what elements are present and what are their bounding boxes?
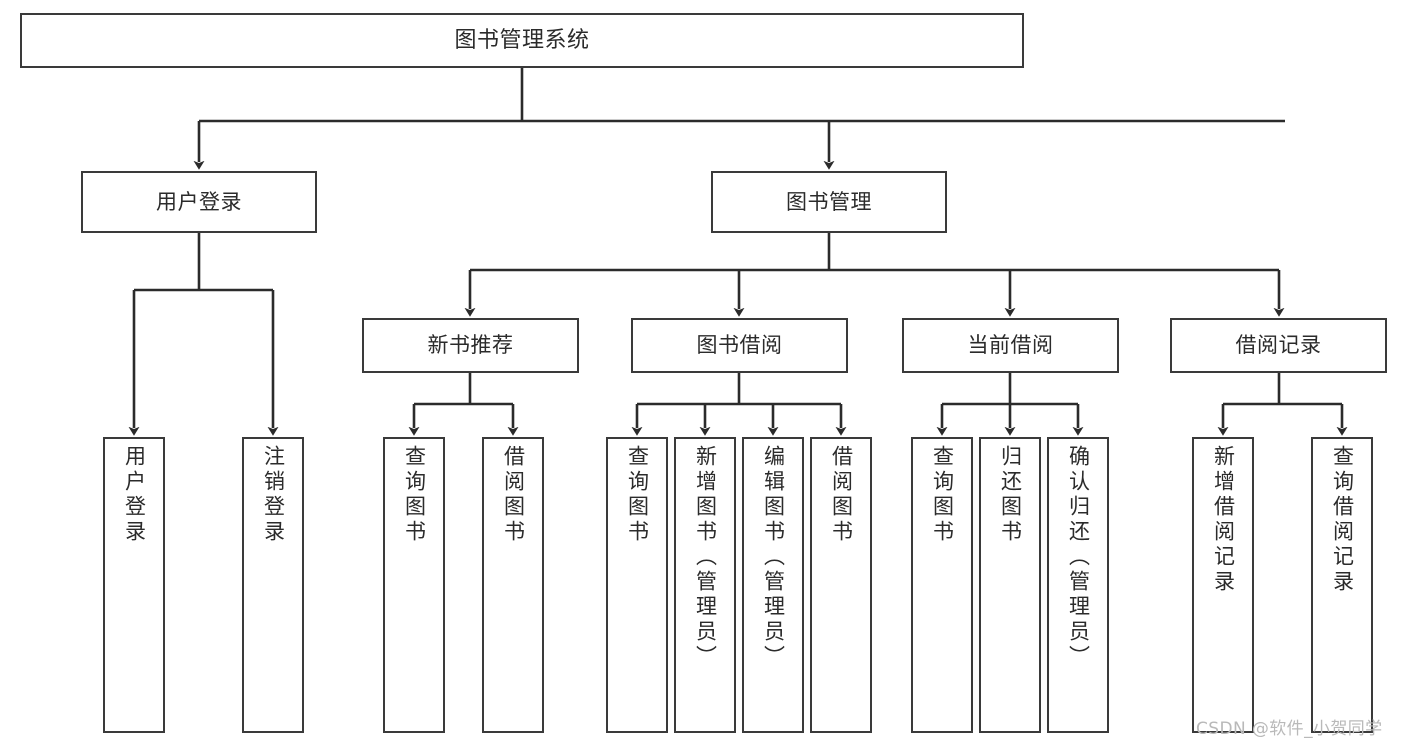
node-new-book-recommend[interactable]: 新书推荐 [362, 318, 579, 373]
node-label: 借阅图书 [501, 445, 526, 545]
node-label: 查询图书 [625, 445, 650, 545]
node-leaf-query-book-borrow[interactable]: 查询图书 [606, 437, 668, 733]
node-leaf-borrow-book[interactable]: 借阅图书 [810, 437, 872, 733]
node-label: 注销登录 [261, 445, 286, 545]
node-label: 用户登录 [156, 189, 242, 214]
node-book-borrow[interactable]: 图书借阅 [631, 318, 848, 373]
node-label: 确认归还（管理员） [1066, 445, 1091, 670]
node-label: 图书管理系统 [454, 27, 590, 53]
node-current-borrow[interactable]: 当前借阅 [902, 318, 1119, 373]
node-leaf-logout[interactable]: 注销登录 [242, 437, 304, 733]
node-leaf-return-book[interactable]: 归还图书 [979, 437, 1041, 733]
node-label: 借阅记录 [1235, 333, 1322, 358]
node-book-management[interactable]: 图书管理 [711, 171, 947, 233]
node-leaf-confirm-return-admin[interactable]: 确认归还（管理员） [1047, 437, 1109, 733]
node-leaf-query-borrow-record[interactable]: 查询借阅记录 [1311, 437, 1373, 733]
node-label: 图书管理 [786, 189, 872, 214]
node-label: 图书借阅 [696, 333, 783, 358]
node-root-system[interactable]: 图书管理系统 [20, 13, 1024, 68]
node-borrow-record[interactable]: 借阅记录 [1170, 318, 1387, 373]
csdn-watermark: CSDN @软件_小贺同学 [1196, 719, 1383, 739]
node-leaf-query-book-new[interactable]: 查询图书 [383, 437, 445, 733]
node-label: 新增图书（管理员） [693, 445, 718, 670]
node-label: 新书推荐 [427, 333, 514, 358]
node-leaf-add-borrow-record[interactable]: 新增借阅记录 [1192, 437, 1254, 733]
node-leaf-add-book-admin[interactable]: 新增图书（管理员） [674, 437, 736, 733]
node-label: 查询图书 [930, 445, 955, 545]
node-label: 当前借阅 [967, 333, 1054, 358]
node-leaf-query-book-current[interactable]: 查询图书 [911, 437, 973, 733]
node-label: 归还图书 [998, 445, 1023, 545]
node-label: 查询借阅记录 [1330, 445, 1355, 595]
node-label: 用户登录 [122, 445, 147, 545]
node-label: 编辑图书（管理员） [761, 445, 786, 670]
node-label: 借阅图书 [829, 445, 854, 545]
node-leaf-borrow-book-new[interactable]: 借阅图书 [482, 437, 544, 733]
node-label: 新增借阅记录 [1211, 445, 1236, 595]
node-user-login[interactable]: 用户登录 [81, 171, 317, 233]
node-leaf-user-login[interactable]: 用户登录 [103, 437, 165, 733]
node-leaf-edit-book-admin[interactable]: 编辑图书（管理员） [742, 437, 804, 733]
node-label: 查询图书 [402, 445, 427, 545]
